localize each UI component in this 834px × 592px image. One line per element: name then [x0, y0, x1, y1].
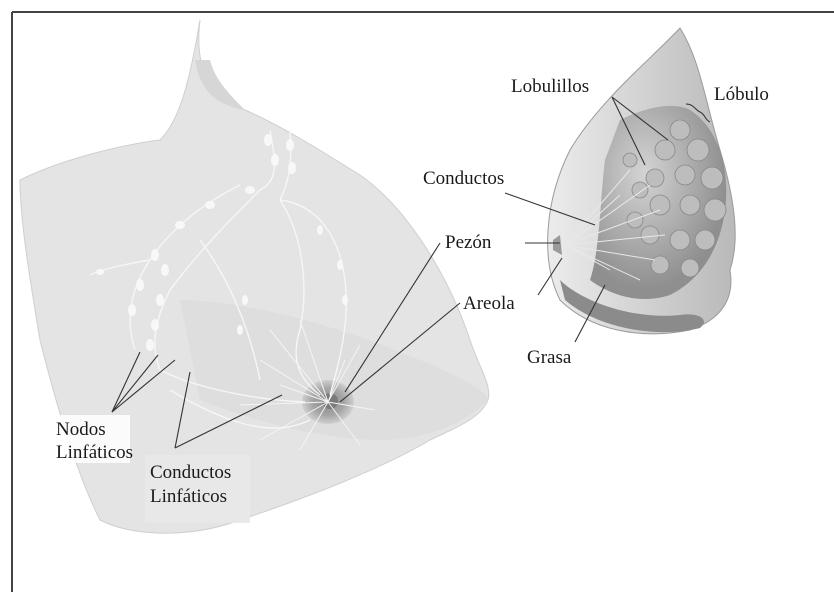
label-conductos: Conductos [423, 168, 504, 189]
label-nodos-line1: Nodos [56, 419, 106, 440]
label-pezon: Pezón [445, 232, 492, 253]
label-nodos-line2: Linfáticos [56, 442, 133, 463]
label-conductos-linfaticos-line2: Linfáticos [150, 486, 227, 507]
label-lobulillos: Lobulillos [511, 76, 589, 97]
label-areola: Areola [463, 293, 515, 314]
breast-cross-section [548, 28, 736, 334]
label-grasa: Grasa [527, 347, 572, 368]
label-conductos-linfaticos-line1: Conductos [150, 462, 231, 483]
label-lobulo: Lóbulo [714, 84, 769, 105]
